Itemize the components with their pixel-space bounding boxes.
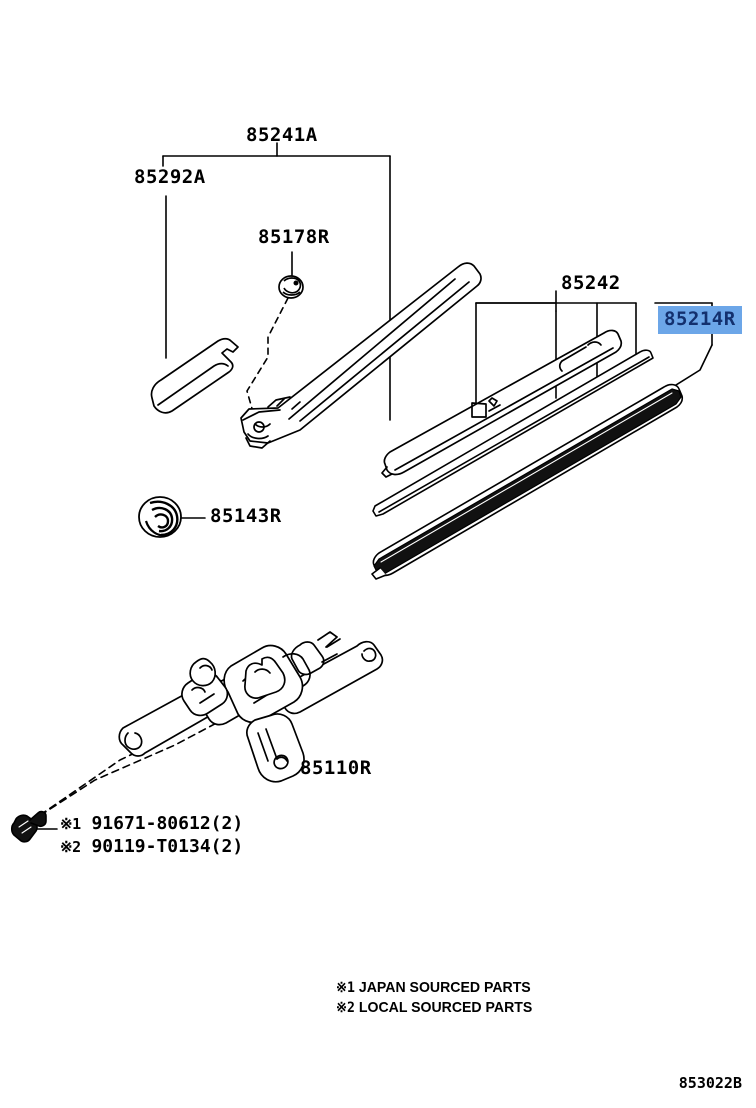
leader-bracket-85242 [475, 290, 637, 421]
footnote-qty-1: (2) [210, 813, 244, 834]
part-label-85241a[interactable]: 85241A [246, 124, 318, 146]
part-85178r-nut-cap [278, 275, 304, 299]
legend-mark-1: ※1 [336, 980, 355, 996]
part-label-85110r[interactable]: 85110R [300, 757, 372, 779]
part-label-85178r[interactable]: 85178R [258, 226, 330, 248]
part-85292a-cap-cover [150, 337, 239, 414]
footnote-mark-1: ※1 [60, 815, 81, 833]
footnote-part-list: ※1 91671-80612(2) ※2 90119-T0134(2) [60, 812, 243, 859]
part-85110r-motor-assembly [118, 631, 384, 783]
part-85214r-blade-rubber [371, 383, 684, 580]
footnote-row-2[interactable]: ※2 90119-T0134(2) [60, 835, 243, 858]
diagram-id-code: 853022B [678, 1074, 742, 1092]
legend-text-1: JAPAN SOURCED PARTS [358, 979, 531, 996]
legend-row-2: ※2 LOCAL SOURCED PARTS [336, 998, 532, 1018]
part-label-85143r[interactable]: 85143R [210, 505, 282, 527]
footnote-row-1[interactable]: ※1 91671-80612(2) [60, 812, 243, 835]
legend-mark-2: ※2 [336, 999, 355, 1016]
footnote-part-1: 91671-80612 [91, 813, 211, 834]
footnote-mark-2: ※2 [60, 838, 81, 857]
dashed-leader-nutcap [246, 297, 289, 413]
legend-text-2: LOCAL SOURCED PARTS [358, 998, 533, 1016]
part-label-85214r-highlighted[interactable]: 85214R [658, 306, 742, 334]
footnote-part-2: 90119-T0134 [91, 836, 211, 858]
part-85241a-wiper-arm [240, 262, 482, 449]
part-blade-metal-strip [372, 349, 654, 517]
leader-bracket-85241a [162, 142, 391, 421]
part-85143r-grommet [138, 496, 182, 538]
part-bolt [10, 810, 47, 843]
legend-row-1: ※1 JAPAN SOURCED PARTS [336, 978, 532, 998]
part-85242-blade-assembly [381, 329, 623, 478]
sourcing-legend: ※1 JAPAN SOURCED PARTS ※2 LOCAL SOURCED … [336, 978, 532, 1018]
part-label-85292a[interactable]: 85292A [134, 166, 206, 188]
footnote-qty-2: (2) [210, 836, 244, 858]
part-label-85242[interactable]: 85242 [561, 272, 621, 294]
